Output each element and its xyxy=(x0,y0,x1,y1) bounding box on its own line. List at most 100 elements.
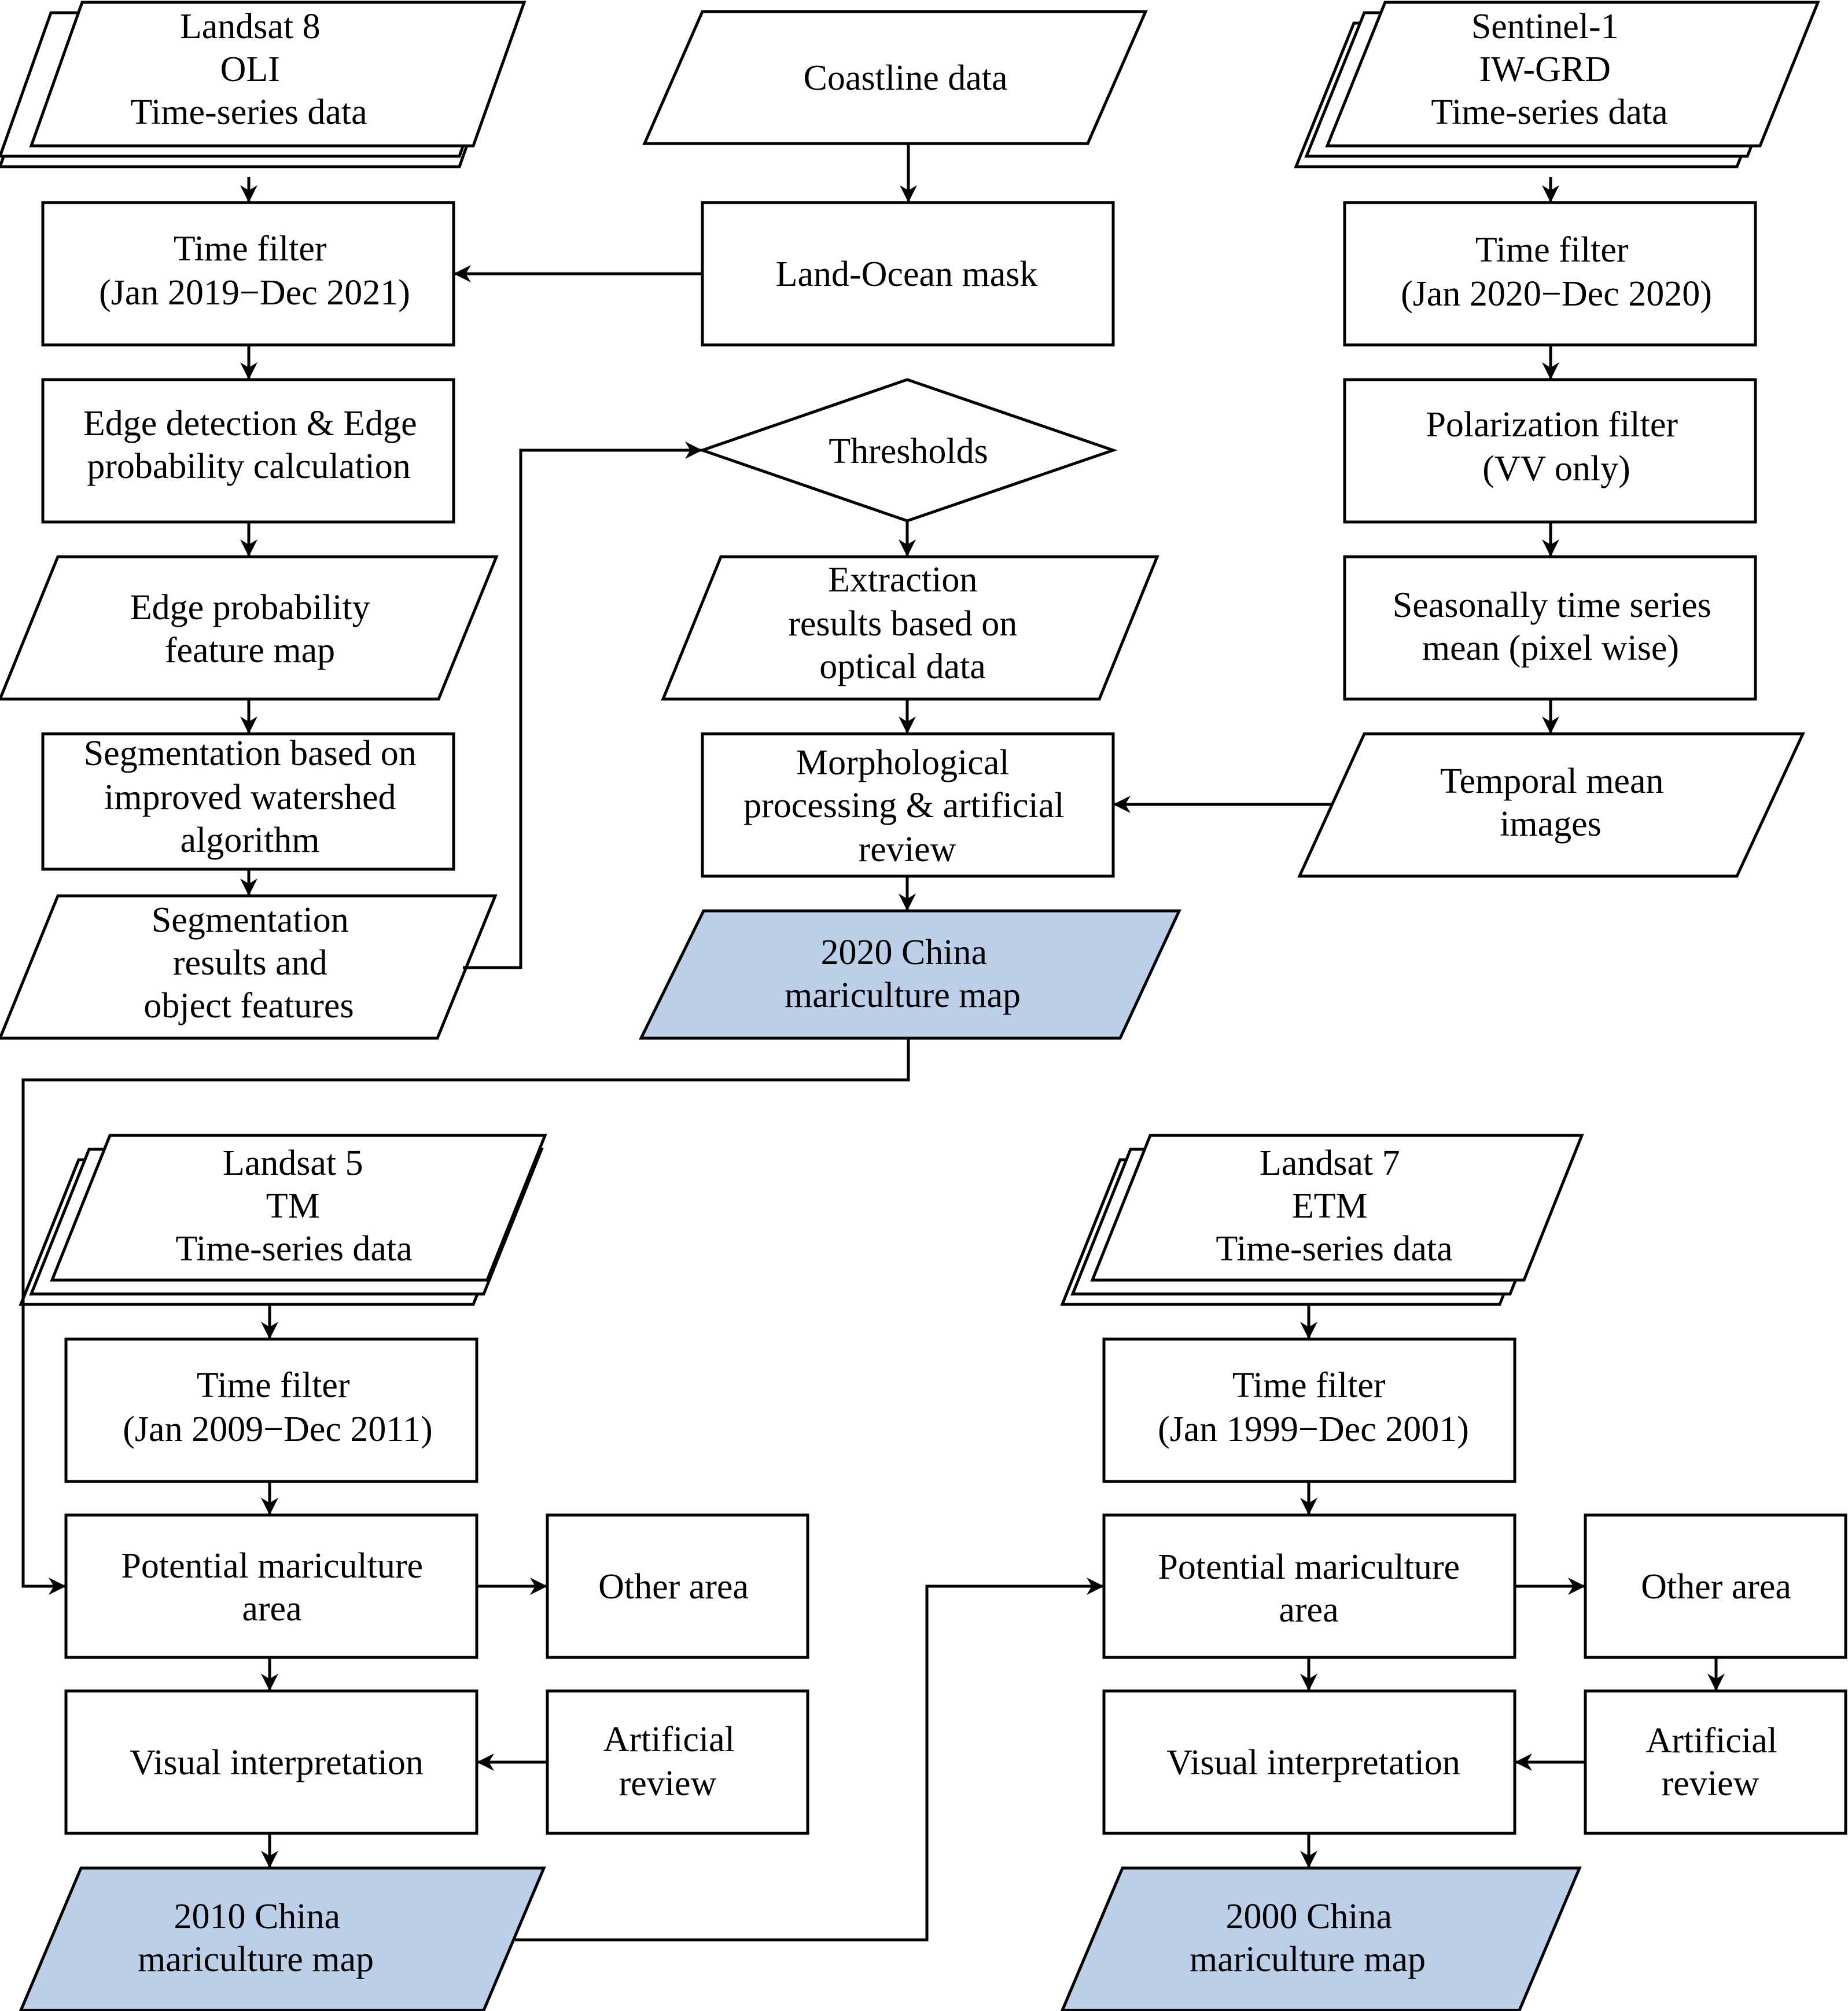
coastline-node: Coastline data xyxy=(642,10,1148,145)
visual-interpretation-2000-line-1: Visual interpretation xyxy=(1166,1743,1460,1782)
potential-area-2000-node: Potential mariculture area xyxy=(1102,1513,1516,1659)
landsat8-line-2: OLI xyxy=(220,50,280,89)
thresholds-line-1: Thresholds xyxy=(829,432,988,471)
artificial-review-2010-line-2: review xyxy=(619,1764,717,1803)
other-area-2000-line-1: Other area xyxy=(1641,1567,1791,1606)
potential-area-2010-line-2: area xyxy=(242,1589,301,1628)
sentinel1-line-1: Sentinel-1 xyxy=(1471,7,1619,46)
time-filter-2019-node: Time filter (Jan 2019−Dec 2021) xyxy=(41,201,455,347)
morphological-processing-node: Morphological processing & artificial re… xyxy=(701,732,1115,878)
extraction-results-line-3: optical data xyxy=(819,647,985,686)
map-2020-line-2: mariculture map xyxy=(785,976,1021,1015)
polarization-filter-line-1: Polarization filter xyxy=(1426,405,1678,444)
edge-probability-map-label: Edge probability feature map xyxy=(130,588,379,670)
land-ocean-mask-node: Land-Ocean mask xyxy=(701,201,1115,347)
map-2010-line-2: mariculture map xyxy=(138,1940,374,1979)
artificial-review-2000-line-2: review xyxy=(1662,1764,1759,1803)
landsat7-line-3: Time-series data xyxy=(1216,1229,1452,1269)
artificial-review-2000-label: Artificial review xyxy=(1646,1721,1787,1803)
other-area-2000-node: Other area xyxy=(1584,1513,1847,1659)
sentinel1-label: Sentinel-1 IW-GRD Time-series data xyxy=(1431,7,1667,132)
time-filter-2019-line-1: Time filter xyxy=(174,229,327,269)
visual-interpretation-2000-label: Visual interpretation xyxy=(1166,1743,1460,1782)
thresholds-node: Thresholds xyxy=(698,378,1118,523)
arrow-map2020-to-potential2010 xyxy=(21,1038,910,1595)
potential-area-2000-line-1: Potential mariculture xyxy=(1158,1547,1460,1587)
edge-detection-line-2: probability calculation xyxy=(87,447,411,486)
visual-interpretation-2010-node: Visual interpretation xyxy=(64,1689,478,1835)
seasonal-mean-node: Seasonally time series mean (pixel wise) xyxy=(1343,555,1757,701)
visual-interpretation-2010-label: Visual interpretation xyxy=(130,1743,424,1782)
map-2010-line-1: 2010 China xyxy=(174,1897,340,1936)
segmentation-line-1: Segmentation based on xyxy=(84,734,417,773)
landsat8-node: Landsat 8 OLI Time-series data xyxy=(0,1,527,168)
other-area-2010-line-1: Other area xyxy=(598,1567,749,1606)
segmentation-node: Segmentation based on improved watershed… xyxy=(41,732,455,871)
land-ocean-mask-label: Land-Ocean mask xyxy=(776,255,1038,294)
other-area-2000-label: Other area xyxy=(1641,1567,1791,1606)
map-2010-node: 2010 China mariculture map xyxy=(19,1866,546,2011)
landsat7-line-1: Landsat 7 xyxy=(1260,1144,1400,1183)
visual-interpretation-2010-line-1: Visual interpretation xyxy=(130,1743,424,1782)
morphological-processing-label: Morphological processing & artificial re… xyxy=(743,743,1073,869)
time-filter-1999-label: Time filter (Jan 1999−Dec 2001) xyxy=(1158,1366,1469,1449)
landsat7-label: Landsat 7 ETM Time-series data xyxy=(1216,1144,1452,1269)
temporal-mean-node: Temporal mean images xyxy=(1297,732,1805,878)
arrow-results-to-thresholds xyxy=(463,442,702,969)
extraction-results-line-1: Extraction xyxy=(828,560,977,600)
edge-detection-node: Edge detection & Edge probability calcul… xyxy=(41,378,455,524)
visual-interpretation-2000-node: Visual interpretation xyxy=(1102,1689,1516,1835)
potential-area-2010-line-1: Potential mariculture xyxy=(121,1546,423,1586)
coastline-label: Coastline data xyxy=(804,58,1008,98)
time-filter-2009-label: Time filter (Jan 2009−Dec 2011) xyxy=(123,1366,432,1449)
artificial-review-2010-node: Artificial review xyxy=(546,1689,809,1835)
sentinel1-node: Sentinel-1 IW-GRD Time-series data xyxy=(1294,1,1820,168)
extraction-results-line-2: results based on xyxy=(788,604,1017,644)
map-2000-line-1: 2000 China xyxy=(1225,1897,1392,1936)
segmentation-results-line-2: results and xyxy=(173,943,327,983)
morphological-processing-line-3: review xyxy=(859,830,956,869)
seasonal-mean-line-2: mean (pixel wise) xyxy=(1422,628,1679,668)
extraction-results-label: Extraction results based on optical data xyxy=(788,560,1026,686)
artificial-review-2010-line-1: Artificial xyxy=(603,1720,735,1759)
seasonal-mean-line-1: Seasonally time series xyxy=(1393,586,1711,625)
sentinel1-line-3: Time-series data xyxy=(1431,93,1667,132)
artificial-review-2000-node: Artificial review xyxy=(1584,1689,1847,1835)
edge-detection-label: Edge detection & Edge probability calcul… xyxy=(83,404,426,486)
map-2000-node: 2000 China mariculture map xyxy=(1060,1866,1582,2011)
landsat8-line-3: Time-series data xyxy=(130,93,367,132)
polarization-filter-label: Polarization filter (VV only) xyxy=(1426,405,1687,488)
time-filter-1999-line-1: Time filter xyxy=(1232,1366,1386,1405)
thresholds-label: Thresholds xyxy=(829,432,988,471)
polarization-filter-line-2: (VV only) xyxy=(1482,449,1630,488)
land-ocean-mask-line-1: Land-Ocean mask xyxy=(776,255,1038,294)
seasonal-mean-label: Seasonally time series mean (pixel wise) xyxy=(1393,586,1720,668)
landsat7-line-2: ETM xyxy=(1292,1186,1368,1226)
landsat5-line-3: Time-series data xyxy=(175,1229,412,1269)
edge-probability-map-node: Edge probability feature map xyxy=(0,555,499,701)
time-filter-2019-label: Time filter (Jan 2019−Dec 2021) xyxy=(99,229,410,313)
map-2020-line-1: 2020 China xyxy=(820,933,987,972)
time-filter-1999-line-2: (Jan 1999−Dec 2001) xyxy=(1158,1410,1469,1449)
time-filter-2009-line-2: (Jan 2009−Dec 2011) xyxy=(123,1410,432,1449)
artificial-review-2000-line-1: Artificial xyxy=(1646,1721,1777,1760)
time-filter-2020-label: Time filter (Jan 2020−Dec 2020) xyxy=(1401,230,1712,314)
polarization-filter-node: Polarization filter (VV only) xyxy=(1343,378,1757,524)
artificial-review-2010-label: Artificial review xyxy=(603,1720,744,1803)
landsat5-label: Landsat 5 TM Time-series data xyxy=(175,1144,412,1269)
time-filter-2020-line-2: (Jan 2020−Dec 2020) xyxy=(1401,274,1712,314)
landsat5-line-2: TM xyxy=(266,1186,320,1226)
landsat5-node: Landsat 5 TM Time-series data xyxy=(19,1134,547,1306)
potential-area-2010-label: Potential mariculture area xyxy=(121,1546,432,1628)
landsat5-line-1: Landsat 5 xyxy=(223,1144,363,1183)
segmentation-results-line-3: object features xyxy=(143,986,354,1025)
map-2010-label: 2010 China mariculture map xyxy=(138,1897,374,1979)
landsat7-node: Landsat 7 ETM Time-series data xyxy=(1060,1134,1584,1306)
time-filter-2019-line-2: (Jan 2019−Dec 2021) xyxy=(99,273,410,313)
edge-probability-map-line-1: Edge probability xyxy=(130,588,370,627)
landsat8-line-1: Landsat 8 xyxy=(180,7,321,46)
map-2000-line-2: mariculture map xyxy=(1190,1940,1426,1979)
map-2020-label: 2020 China mariculture map xyxy=(785,933,1021,1015)
time-filter-2009-line-1: Time filter xyxy=(197,1366,350,1405)
